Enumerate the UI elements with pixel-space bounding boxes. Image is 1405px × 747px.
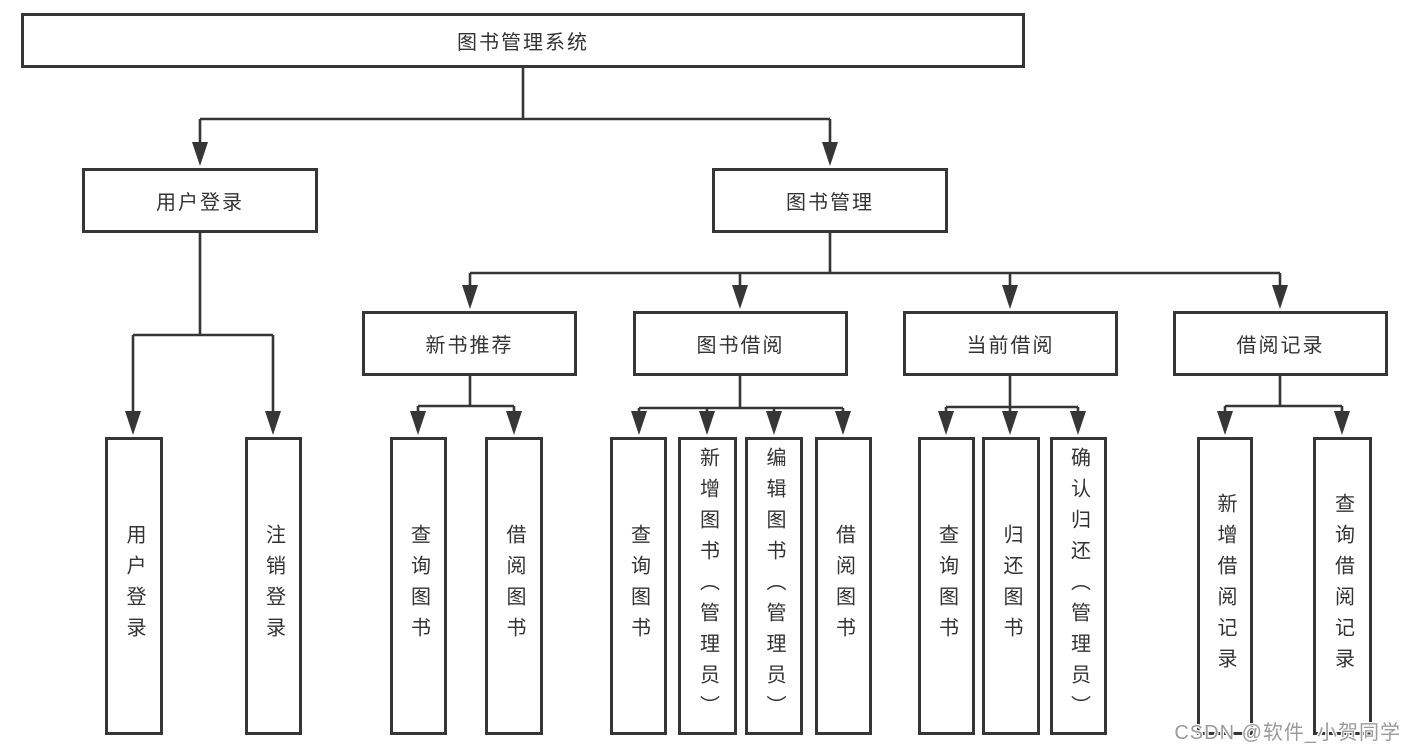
node-user-login: 用户登录 <box>82 168 318 233</box>
node-new-book-recommend: 新书推荐 <box>362 311 577 376</box>
leaf-borrow-books-recommend: 借阅图书 <box>485 437 543 735</box>
node-borrowing-records: 借阅记录 <box>1173 311 1388 376</box>
leaf-edit-books-admin: 编辑图书（管理员） <box>745 437 803 735</box>
leaf-query-borrow-record: 查询借阅记录 <box>1313 437 1372 735</box>
leaf-logout: 注销登录 <box>245 437 302 735</box>
node-current-borrowing: 当前借阅 <box>903 311 1118 376</box>
leaf-add-books-admin: 新增图书（管理员） <box>678 437 737 735</box>
watermark: CSDN @软件_小贺同学 <box>1174 722 1401 744</box>
leaf-query-books-current: 查询图书 <box>918 437 975 735</box>
node-book-management: 图书管理 <box>712 168 948 233</box>
leaf-user-login: 用户登录 <box>105 437 163 735</box>
leaf-add-borrow-record: 新增借阅记录 <box>1197 437 1253 735</box>
leaf-query-books-recommend: 查询图书 <box>390 437 447 735</box>
leaf-query-books-borrowing: 查询图书 <box>610 437 667 735</box>
node-book-borrowing: 图书借阅 <box>633 311 848 376</box>
node-root-library-system: 图书管理系统 <box>21 13 1025 68</box>
leaf-confirm-return-admin: 确认归还（管理员） <box>1050 437 1107 735</box>
leaf-borrow-books-borrowing: 借阅图书 <box>815 437 872 735</box>
leaf-return-books: 归还图书 <box>982 437 1040 735</box>
